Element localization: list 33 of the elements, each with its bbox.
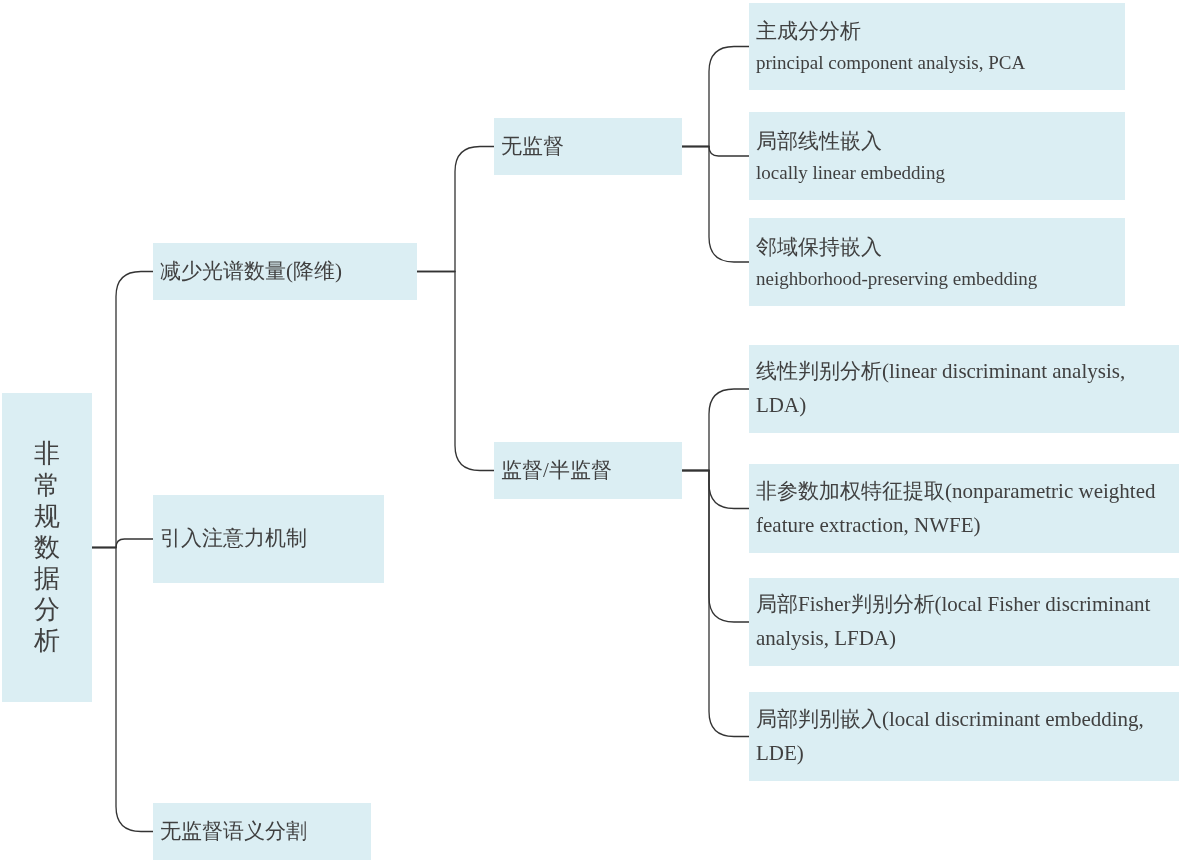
node-label: 无监督语义分割 [160,817,308,845]
node-label: 主成分分析 [756,18,862,46]
node-label: 监督/半监督 [501,456,613,484]
category-box [749,345,1179,433]
category-box [153,803,371,860]
category-box [494,118,682,175]
node-label: 引入注意力机制 [160,525,308,553]
english-term: locally linear embedding [756,160,946,185]
english-term: principal component analysis, PCA [756,51,1027,76]
connector-line [681,145,750,263]
node-label: 局部Fisher判别分析(local Fisher discriminant analysis, LFDA) [756,591,1152,652]
category-box [749,578,1179,666]
node-label: 邻域保持嵌入 [756,233,883,261]
category-box [494,442,682,499]
category-box [749,692,1179,781]
category-box [2,393,92,702]
node-label: 局部判别嵌入(local discriminant embedding, LDE) [756,705,1145,767]
connector-line [91,546,154,833]
connector-line [681,469,750,738]
connector-line [416,270,495,472]
category-box [749,464,1179,553]
english-term: neighborhood-preserving embedding [756,266,1039,291]
node-label: 减少光谱数量(降维) [160,257,343,285]
category-box [749,218,1125,306]
node-label: 局部线性嵌入 [756,127,883,155]
category-box [749,3,1125,90]
vertical-label: 非常规数据分析 [34,438,60,657]
node-label: 无监督 [501,132,565,160]
category-box [153,243,417,300]
node-label: 线性判别分析(linear discriminant analysis, LDA) [756,358,1127,419]
category-box [749,112,1125,200]
node-label: 非参数加权特征提取(nonparametric weighted feature extraction, NWFE) [756,477,1157,539]
category-box [153,495,384,583]
